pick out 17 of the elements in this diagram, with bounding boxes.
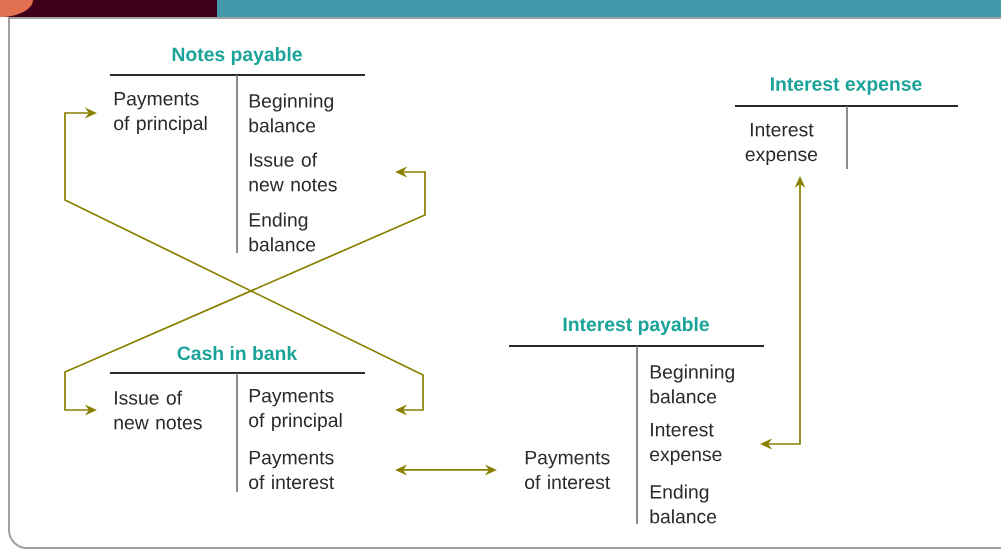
account-entry: Payments of interest bbox=[525, 450, 611, 490]
account-entry: Payments of interest bbox=[249, 450, 335, 490]
arrow bbox=[64, 107, 424, 416]
account-entry: Issue of new notes bbox=[249, 152, 337, 192]
account-entry: Interest expense bbox=[650, 423, 722, 465]
account-entry: Beginning balance bbox=[249, 93, 333, 133]
account-entry: Issue of new notes bbox=[114, 390, 202, 430]
account-entry: Ending balance bbox=[650, 484, 717, 524]
account-title: Interest expense bbox=[771, 77, 922, 95]
account-title: Cash in bank bbox=[177, 345, 298, 361]
account-title: Interest payable bbox=[563, 317, 709, 335]
account-entry: Beginning balance bbox=[650, 364, 734, 404]
account-entry: Ending balance bbox=[249, 212, 316, 252]
account-entry: Payments of principal bbox=[114, 92, 207, 134]
account-entry: Interest expense bbox=[745, 123, 818, 165]
account-title: Notes payable bbox=[172, 47, 302, 65]
account-entry: Payments of principal bbox=[249, 389, 342, 431]
